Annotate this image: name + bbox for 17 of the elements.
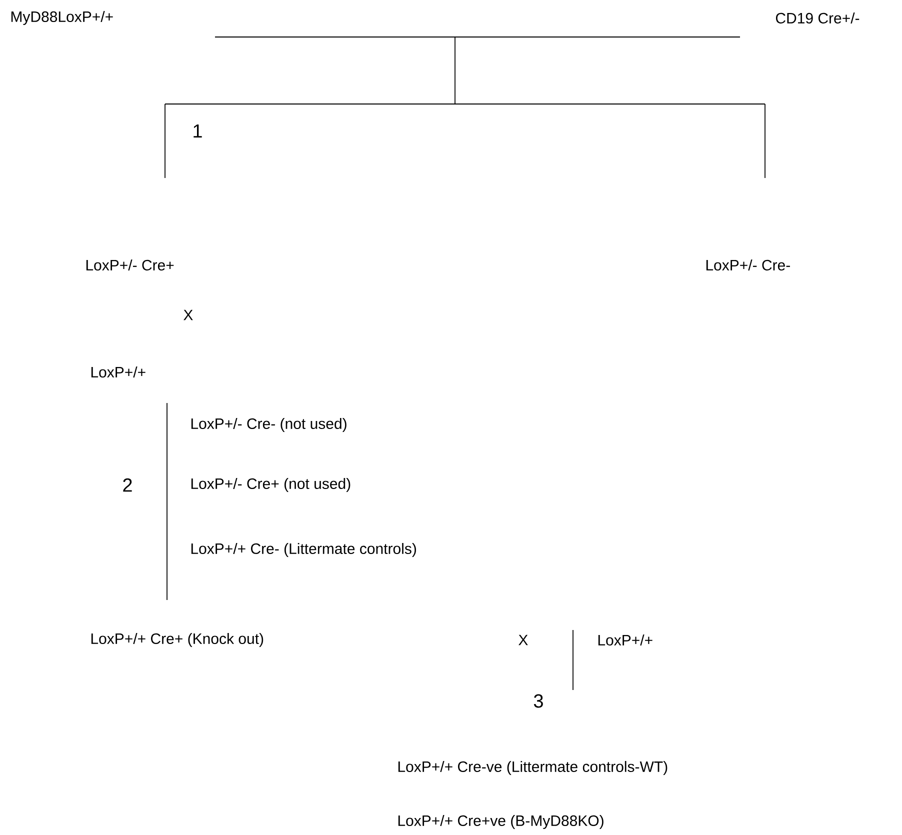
cross-sign: X <box>184 310 193 320</box>
offspring-genotype: LoxP+/+ Cre- (Littermate controls) <box>191 543 416 557</box>
step-number: 1 <box>194 124 202 138</box>
offspring-genotype: LoxP+/- Cre- (not used) <box>191 418 346 432</box>
genotype-label: LoxP+/+ <box>598 634 652 646</box>
offspring-genotype: LoxP+/+ Cre-ve (Littermate controls-WT) <box>398 761 668 775</box>
offspring-genotype: LoxP+/+ Cre+ve (B-MyD88KO) <box>398 815 604 829</box>
step-number: 3 <box>534 694 543 708</box>
cross-sign: X <box>518 634 528 646</box>
offspring-genotype: LoxP+/+ Cre+ (Knock out) <box>91 633 264 647</box>
parent-genotype: MyD88LoxP+/+ <box>11 11 113 25</box>
offspring-genotype: LoxP+/- Cre+ <box>86 259 174 270</box>
genotype-label: LoxP+/+ <box>91 366 146 378</box>
step-number: 2 <box>123 478 132 492</box>
offspring-genotype: LoxP+/- Cre+ (not used) <box>191 478 350 492</box>
parent-genotype: CD19 Cre+/- <box>776 12 860 24</box>
offspring-genotype: LoxP+/- Cre- <box>706 259 790 270</box>
